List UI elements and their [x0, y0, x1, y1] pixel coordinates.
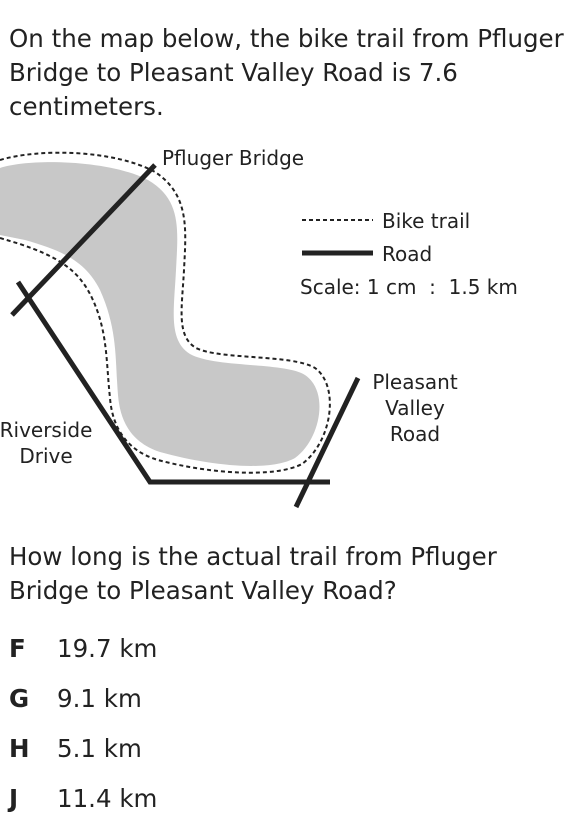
choice-letter: H — [9, 733, 30, 763]
pfluger-bridge-road — [10, 163, 157, 317]
bike-trail-line — [0, 151, 331, 474]
choice-g[interactable]: G 9.1 km — [9, 673, 157, 723]
choice-letter: G — [9, 683, 30, 713]
pleasant-valley-road — [293, 376, 361, 509]
label-road: Road — [390, 422, 440, 446]
label-valley: Valley — [385, 396, 445, 420]
riverside-drive-road — [15, 280, 330, 485]
map-legend: Bike trail Road Scale: 1 cm : 1.5 km — [300, 209, 518, 299]
answer-choices: F 19.7 km G 9.1 km H 5.1 km J 11.4 km — [9, 623, 157, 823]
choice-h[interactable]: H 5.1 km — [9, 723, 157, 773]
choice-text: 9.1 km — [57, 683, 142, 713]
choice-text: 5.1 km — [57, 733, 142, 763]
intro-text: On the map below, the bike trail from Pf… — [9, 24, 564, 121]
legend-road-label: Road — [382, 242, 432, 266]
river-shape — [0, 162, 320, 466]
label-drive: Drive — [19, 444, 72, 468]
choice-letter: F — [9, 633, 26, 663]
question-text: How long is the actual trail from Pfluge… — [9, 542, 497, 605]
trail-map: Pfluger Bridge Riverside Drive Pleasant … — [0, 146, 518, 509]
label-riverside: Riverside — [0, 418, 92, 442]
choice-j[interactable]: J 11.4 km — [9, 773, 157, 823]
choice-f[interactable]: F 19.7 km — [9, 623, 157, 673]
legend-scale: Scale: 1 cm : 1.5 km — [300, 275, 518, 299]
label-pleasant: Pleasant — [372, 370, 458, 394]
choice-text: 11.4 km — [57, 783, 158, 813]
choice-letter: J — [9, 783, 19, 813]
legend-bike-trail-label: Bike trail — [382, 209, 470, 233]
choice-text: 19.7 km — [57, 633, 158, 663]
label-pfluger-bridge: Pfluger Bridge — [162, 146, 304, 170]
